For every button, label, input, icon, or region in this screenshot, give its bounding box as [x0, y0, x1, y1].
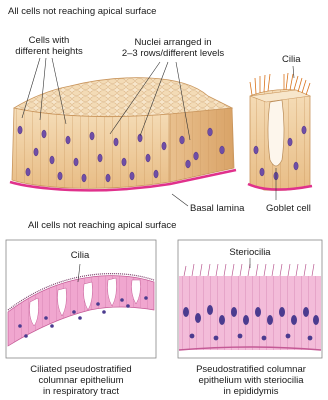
panel-1-tag: Cilia [60, 250, 100, 261]
small-ciliated-block [250, 90, 310, 191]
panel-2-caption-line-3: in epididymis [176, 386, 326, 397]
block-side-face [170, 108, 234, 182]
panel-1-caption: Ciliated pseudostratified columnar epith… [4, 364, 158, 397]
panel-1-caption-line-3: in respiratory tract [4, 386, 158, 397]
panel-2-caption-line-2: epithelium with steriocilia [176, 375, 326, 386]
panel-1-caption-line-2: columnar epithelium [4, 375, 158, 386]
panel-1-caption-line-1: Ciliated pseudostratified [4, 364, 158, 375]
panel-2-tag: Steriocilia [220, 247, 280, 258]
panel-2-caption: Pseudostratified columnar epithelium wit… [176, 364, 326, 397]
label-basal-lamina: Basal lamina [190, 203, 244, 214]
mid-note: All cells not reaching apical surface [28, 220, 176, 231]
label-goblet-cell: Goblet cell [266, 203, 311, 214]
panel-2-caption-line-1: Pseudostratified columnar [176, 364, 326, 375]
